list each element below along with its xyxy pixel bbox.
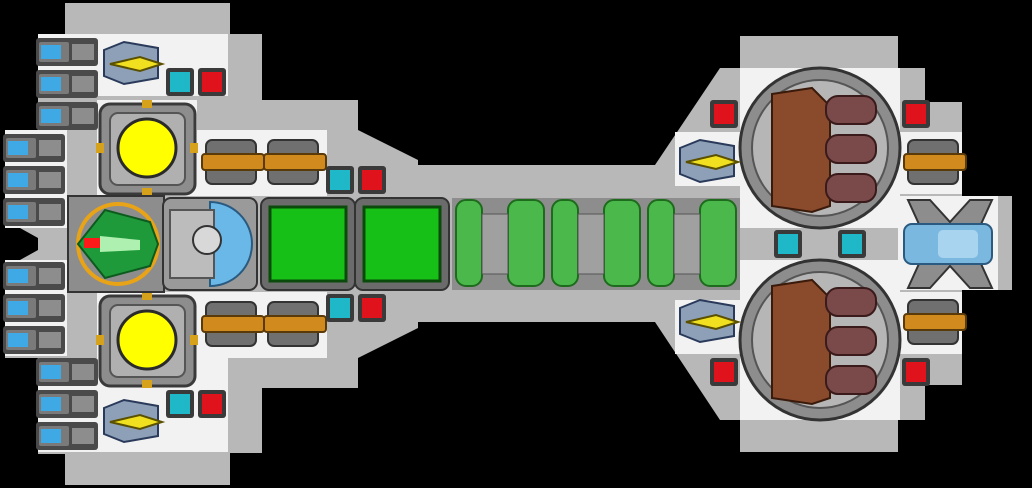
indicator-icon — [202, 394, 222, 414]
cannon-icon — [263, 139, 327, 185]
laser-turret-icon — [103, 40, 166, 86]
engine-pod-icon — [3, 294, 65, 322]
cockpit-icon — [67, 195, 165, 293]
engine-pod-icon — [36, 422, 98, 450]
engine-pod-icon — [3, 134, 65, 162]
shield-generator-icon — [96, 292, 198, 388]
cannon-icon — [903, 139, 967, 185]
engine-pod-icon — [3, 166, 65, 194]
indicator-icon — [170, 394, 190, 414]
indicator-icon — [906, 362, 926, 382]
engine-pod-icon — [3, 326, 65, 354]
storage-bay-icon — [260, 197, 356, 291]
indicator-icon — [714, 104, 734, 124]
shield-generator-icon — [96, 100, 198, 196]
indicator-icon — [778, 234, 798, 254]
reactor-icon — [162, 197, 258, 291]
engine-pod-icon — [3, 198, 65, 226]
thruster-icon — [903, 199, 994, 289]
indicator-icon — [330, 298, 350, 318]
missile-launcher-icon — [738, 66, 902, 230]
cannon-icon — [201, 139, 265, 185]
engine-pod-icon — [36, 358, 98, 386]
laser-turret-icon — [679, 138, 742, 184]
laser-turret-icon — [103, 398, 166, 444]
indicator-icon — [202, 72, 222, 92]
engine-pod-icon — [36, 102, 98, 130]
engine-pod-icon — [36, 70, 98, 98]
laser-turret-icon — [679, 298, 742, 344]
indicator-icon — [906, 104, 926, 124]
indicator-icon — [362, 298, 382, 318]
engine-pods — [3, 38, 98, 450]
cannon-icon — [903, 299, 967, 345]
engine-pod-icon — [36, 38, 98, 66]
storage-bay-icon — [354, 197, 450, 291]
indicators — [166, 68, 930, 418]
indicator-icon — [842, 234, 862, 254]
indicator-icon — [170, 72, 190, 92]
fuel-tank-icon — [644, 198, 740, 290]
indicator-icon — [714, 362, 734, 382]
indicator-icon — [330, 170, 350, 190]
indicator-icon — [362, 170, 382, 190]
fuel-tank-icon — [452, 198, 548, 290]
cannon-icon — [263, 301, 327, 347]
fuel-tank-icon — [548, 198, 644, 290]
missile-launcher-icon — [738, 258, 902, 422]
cannon-icon — [201, 301, 265, 347]
engine-pod-icon — [36, 390, 98, 418]
engine-pod-icon — [3, 262, 65, 290]
